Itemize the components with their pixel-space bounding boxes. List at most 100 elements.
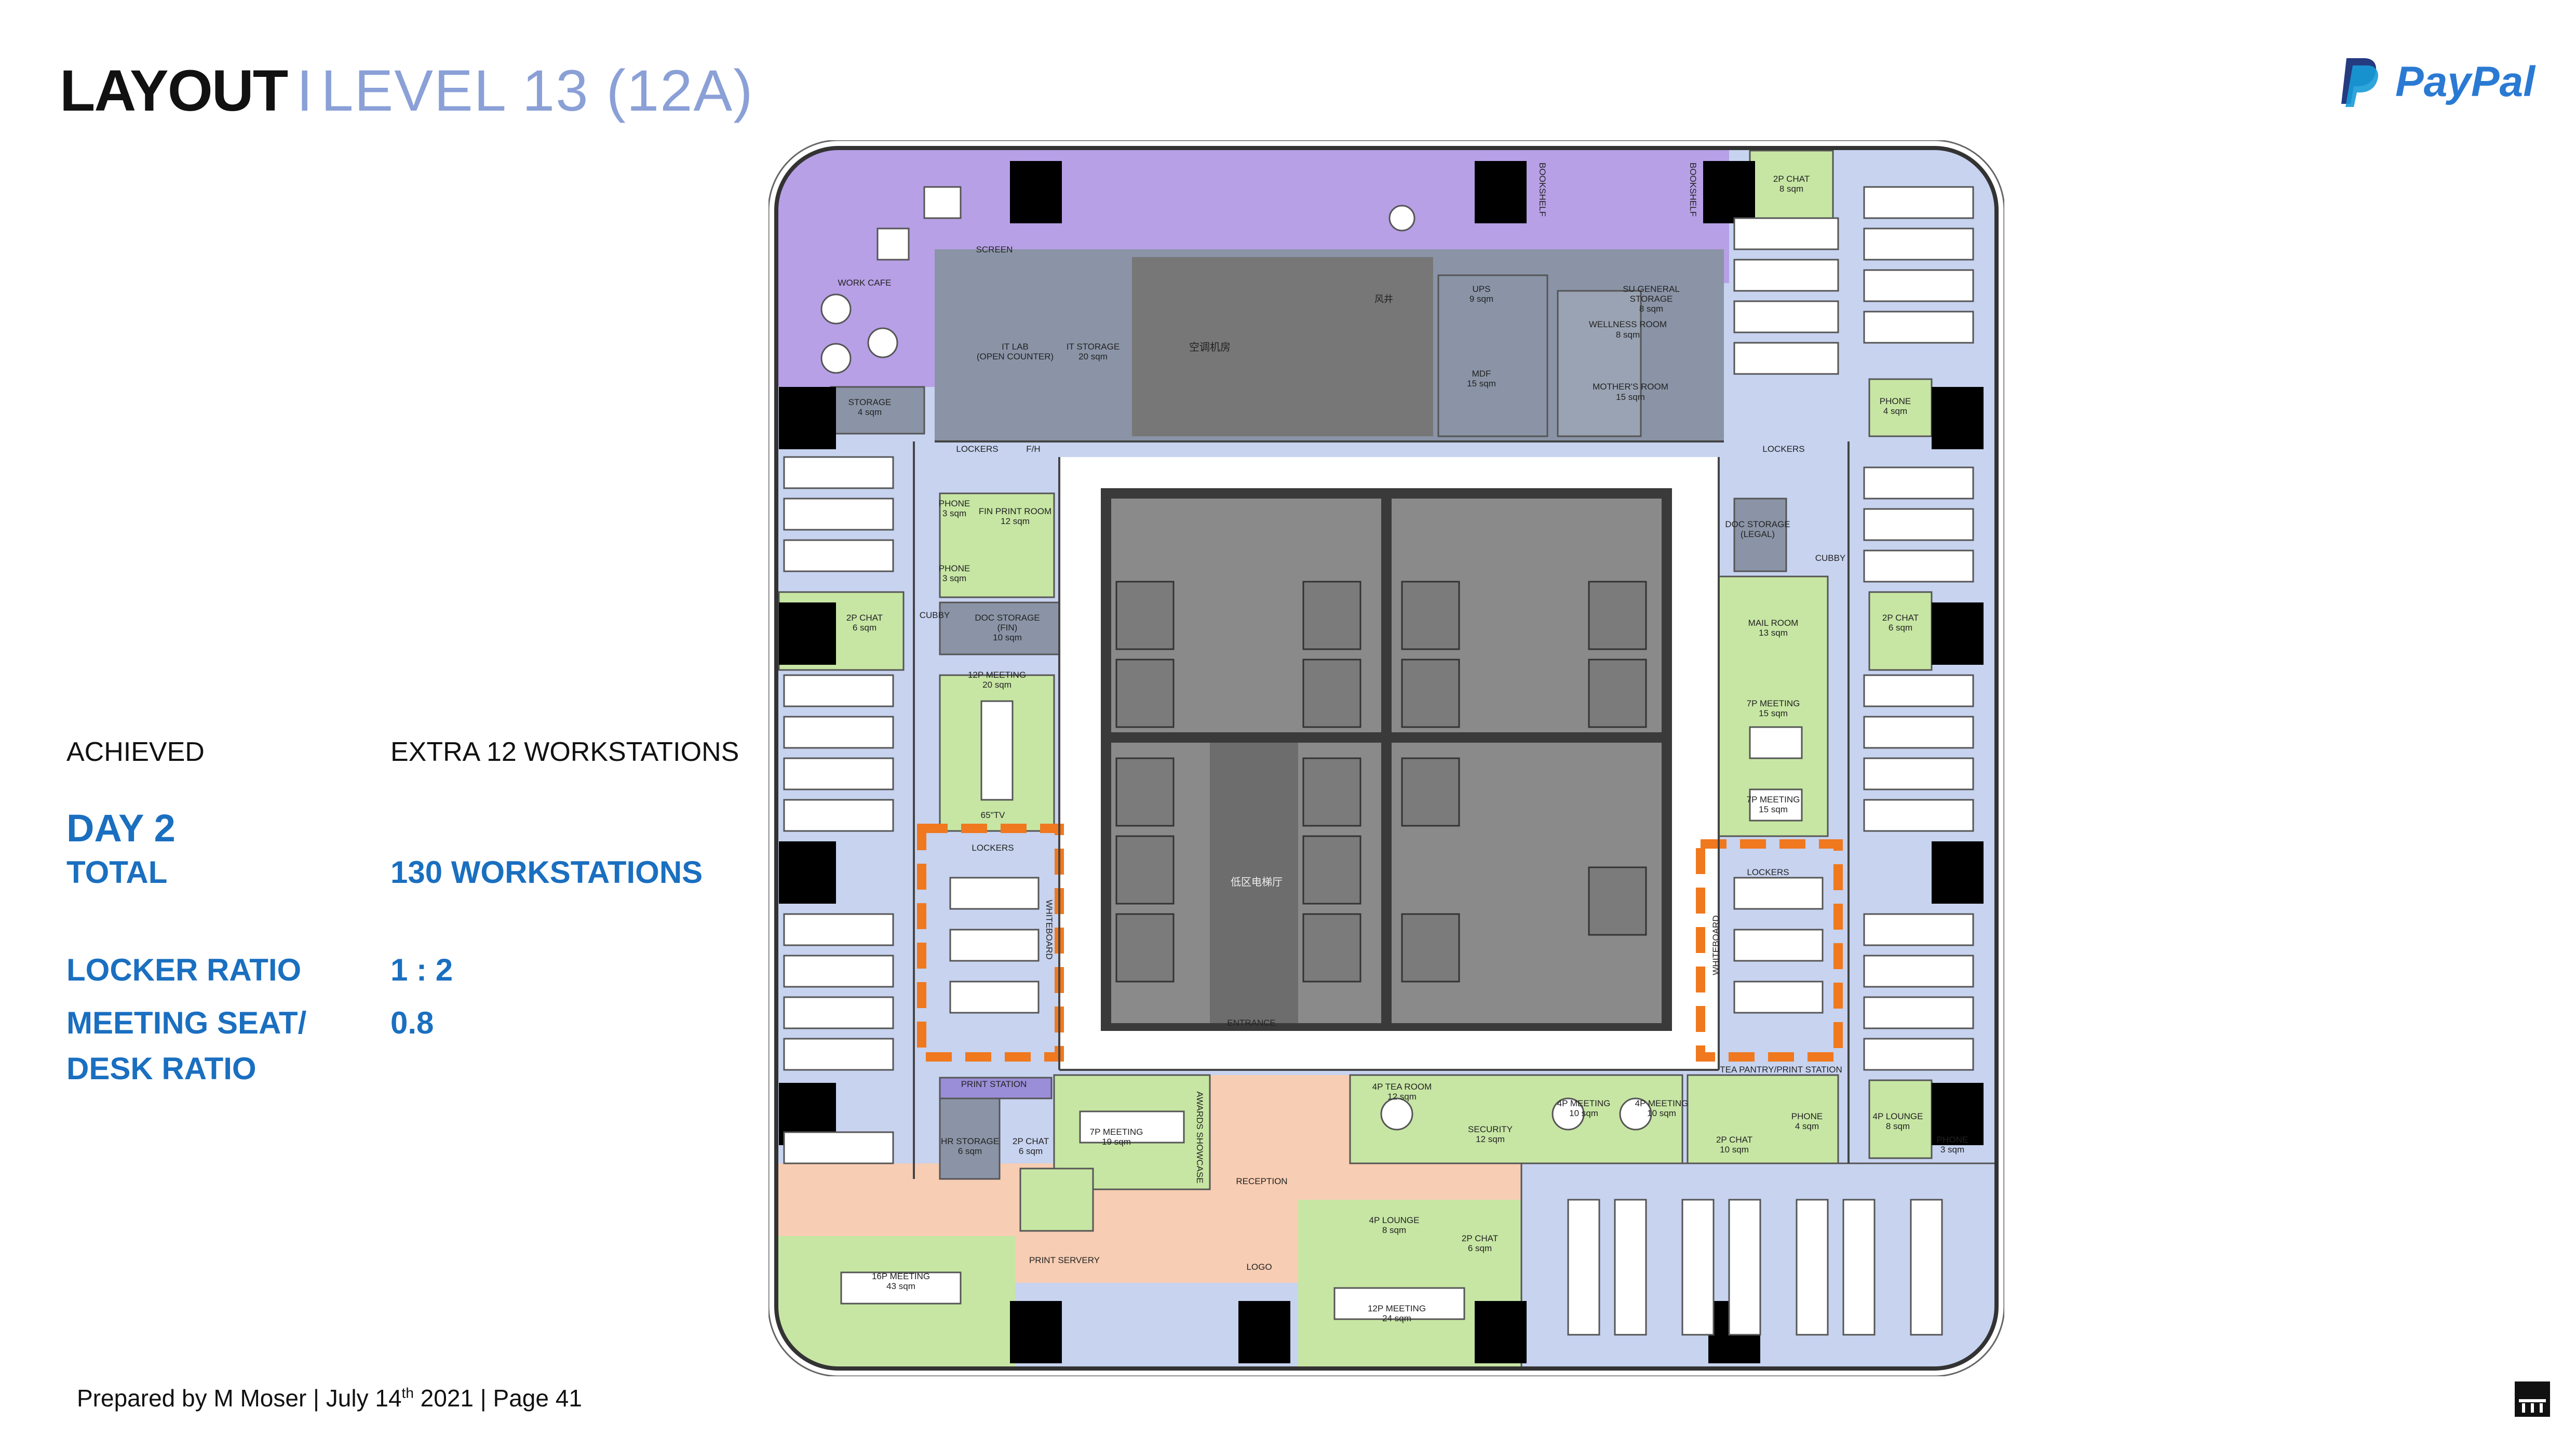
- day-label: DAY 2: [66, 807, 176, 850]
- paypal-mark-icon: [2341, 58, 2379, 107]
- label-2p-chat-bl-area: 6 sqm: [1019, 1146, 1043, 1156]
- label-tea-room-area: 12 sqm: [1387, 1092, 1417, 1102]
- label-16p-meeting-area: 43 sqm: [886, 1281, 915, 1291]
- label-7p-meeting-a-area: 15 sqm: [1759, 708, 1788, 718]
- label-it-lab-sub: (OPEN COUNTER): [977, 352, 1054, 361]
- label-it-storage: IT STORAGE: [1067, 342, 1120, 352]
- label-work-cafe: WORK CAFE: [838, 278, 892, 288]
- label-doc-storage-fin-area: 10 sqm: [993, 633, 1022, 642]
- label-2p-chat-left: 2P CHAT: [846, 613, 883, 623]
- label-phone-a: PHONE: [939, 499, 970, 508]
- label-storage-left: STORAGE: [848, 397, 892, 407]
- title-separator: I: [296, 58, 313, 123]
- meeting-ratio-label-1: MEETING SEAT/: [66, 1005, 307, 1040]
- label-doc-storage-fin-2: (FIN): [997, 623, 1018, 633]
- label-12p-meeting-bottom: 12P MEETING: [1368, 1304, 1426, 1313]
- label-2p-chat-right-area: 6 sqm: [1889, 623, 1912, 633]
- label-bookshelf-b: BOOKSHELF: [1688, 163, 1698, 217]
- label-fin-print-area: 12 sqm: [1001, 516, 1030, 526]
- mmoser-logo-icon: [2515, 1381, 2550, 1417]
- label-2p-chat-top-area: 8 sqm: [1779, 184, 1803, 194]
- label-lockers-right: LOCKERS: [1762, 444, 1804, 454]
- label-phone-br2-area: 3 sqm: [1940, 1145, 1964, 1155]
- building-outline: [774, 146, 1999, 1371]
- label-cubby-right: CUBBY: [1815, 553, 1846, 563]
- label-tea-print: TEA PANTRY/PRINT STATION: [1720, 1065, 1842, 1075]
- label-phone-br: PHONE: [1791, 1111, 1823, 1121]
- label-2p-chat-br-area: 10 sqm: [1720, 1145, 1749, 1155]
- label-security-area: 12 sqm: [1476, 1134, 1505, 1144]
- label-awards: AWARDS SHOWCASE: [1195, 1091, 1205, 1183]
- label-phone-a-area: 3 sqm: [942, 508, 966, 518]
- label-phone-top-right: PHONE: [1880, 396, 1911, 406]
- label-4p-lounge: 4P LOUNGE: [1872, 1111, 1923, 1121]
- label-12p-meeting-bottom-area: 24 sqm: [1382, 1313, 1411, 1323]
- footer-sup: th: [401, 1385, 414, 1401]
- label-ups-area: 9 sqm: [1469, 294, 1493, 304]
- label-su-storage: SU GENERAL: [1623, 284, 1680, 294]
- label-wellness-area: 8 sqm: [1616, 330, 1640, 340]
- label-4p-meeting-b-area: 10 sqm: [1647, 1108, 1676, 1118]
- label-2p-chat-br: 2P CHAT: [1716, 1135, 1752, 1145]
- label-entrance: ENTRANCE: [1227, 1018, 1276, 1028]
- label-phone-top-right-area: 4 sqm: [1883, 406, 1907, 416]
- footer-suffix: 2021 | Page 41: [413, 1385, 582, 1412]
- label-hr-storage: HR STORAGE: [941, 1136, 999, 1146]
- label-phone-b-area: 3 sqm: [942, 573, 966, 583]
- label-hr-storage-area: 6 sqm: [958, 1146, 982, 1156]
- label-reception: RECEPTION: [1236, 1176, 1287, 1186]
- footer-prefix: Prepared by M Moser | July 14: [77, 1385, 402, 1412]
- locker-ratio-value: 1 : 2: [390, 952, 453, 987]
- label-lockers-hl-right: LOCKERS: [1747, 867, 1789, 877]
- total-value: 130 WORKSTATIONS: [390, 855, 703, 890]
- paypal-logo-text: PayPal: [2395, 58, 2535, 105]
- label-16p-meeting: 16P MEETING: [872, 1271, 930, 1281]
- label-screen: SCREEN: [976, 245, 1013, 254]
- label-2p-chat-top: 2P CHAT: [1773, 174, 1810, 184]
- label-4p-lounge-area: 8 sqm: [1886, 1121, 1910, 1131]
- label-7p-meeting-a: 7P MEETING: [1747, 699, 1800, 708]
- title-main: LAYOUT: [60, 58, 288, 123]
- highlight-right: [1696, 839, 1843, 1062]
- label-ups: UPS: [1473, 284, 1491, 294]
- label-fin-print: FIN PRINT ROOM: [979, 506, 1051, 516]
- label-it-storage-area: 20 sqm: [1078, 352, 1108, 361]
- label-su-storage-area: 8 sqm: [1639, 304, 1663, 314]
- meeting-ratio-label-2: DESK RATIO: [66, 1051, 257, 1086]
- label-12p-meeting-left: 12P MEETING: [968, 670, 1026, 680]
- label-doc-storage-fin: DOC STORAGE: [975, 613, 1040, 623]
- label-fh: F/H: [1026, 444, 1040, 454]
- machine-room: [1132, 257, 1433, 436]
- label-security: SECURITY: [1468, 1124, 1513, 1134]
- meeting-ratio-value: 0.8: [390, 1005, 434, 1040]
- label-tea-room: 4P TEA ROOM: [1372, 1082, 1432, 1092]
- label-lockers-left: LOCKERS: [956, 444, 998, 454]
- label-mothers: MOTHER'S ROOM: [1593, 382, 1668, 392]
- achieved-value: EXTRA 12 WORKSTATIONS: [390, 737, 739, 767]
- paypal-logo: PayPal: [2339, 56, 2535, 108]
- label-cubby-left: CUBBY: [920, 610, 950, 620]
- label-shaft: 风井: [1374, 294, 1393, 304]
- label-storage-left-area: 4 sqm: [858, 407, 882, 417]
- label-whiteboard-right: WHITEBOARD: [1711, 915, 1721, 975]
- label-whiteboard-left: WHITEBOARD: [1044, 900, 1054, 959]
- floor-plan: WORK CAFE SCREEN IT LAB (OPEN COUNTER) I…: [768, 140, 2004, 1376]
- label-4p-meeting-a: 4P MEETING: [1557, 1098, 1611, 1108]
- locker-ratio-label: LOCKER RATIO: [66, 952, 302, 987]
- label-doc-storage-legal-2: (LEGAL): [1741, 529, 1775, 539]
- label-7p-meeting-bl: 7P MEETING: [1090, 1127, 1143, 1137]
- label-doc-storage-legal: DOC STORAGE: [1725, 519, 1790, 529]
- label-4p-meeting-b: 4P MEETING: [1635, 1098, 1689, 1108]
- label-mail-room: MAIL ROOM: [1748, 618, 1799, 628]
- label-print-station: PRINT STATION: [961, 1079, 1027, 1089]
- label-bookshelf-a: BOOKSHELF: [1537, 163, 1547, 217]
- label-4p-lounge-bottom-area: 8 sqm: [1382, 1225, 1406, 1235]
- label-12p-meeting-left-area: 20 sqm: [982, 680, 1011, 690]
- label-7p-meeting-bl-area: 19 sqm: [1102, 1137, 1131, 1147]
- label-lockers-hl-left: LOCKERS: [972, 843, 1014, 853]
- label-machine-room: 空调机房: [1189, 341, 1231, 353]
- label-lift-lobby: 低区电梯厅: [1231, 876, 1283, 888]
- label-su-storage-2: STORAGE: [1630, 294, 1673, 304]
- footer-text: Prepared by M Moser | July 14th 2021 | P…: [77, 1384, 582, 1412]
